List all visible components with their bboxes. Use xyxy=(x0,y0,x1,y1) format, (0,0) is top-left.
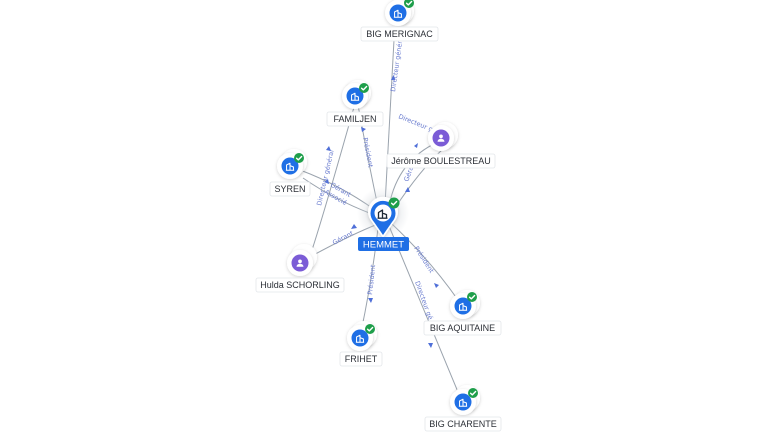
verified-badge-icon xyxy=(294,153,304,163)
edge-label-familjen: Président xyxy=(361,137,375,169)
center-node-label: HEMMET xyxy=(363,240,404,251)
node-label: BIG CHARENTE xyxy=(429,419,497,429)
verified-badge-icon xyxy=(388,197,400,209)
node-big-aquitaine[interactable]: BIG AQUITAINE xyxy=(423,290,502,336)
node-familjen[interactable]: FAMILJEN xyxy=(326,80,384,127)
node-jerome-boulestreau[interactable]: Jérôme BOULESTREAU xyxy=(386,122,496,169)
node-big-merignac[interactable]: BIG MERIGNAC xyxy=(360,0,439,42)
verified-badge-icon xyxy=(365,324,375,334)
edge-label-aquitaine: Président xyxy=(412,245,435,275)
edge-label-charente: Directeur gé xyxy=(413,280,434,321)
edge-label-merignac: Directeur général xyxy=(389,35,405,93)
node-label: Hulda SCHORLING xyxy=(260,280,340,290)
node-frihet[interactable]: FRIHET xyxy=(339,321,383,367)
node-syren[interactable]: SYREN xyxy=(269,149,311,197)
node-label: BIG MERIGNAC xyxy=(366,29,433,39)
node-label: Jérôme BOULESTREAU xyxy=(391,156,491,166)
edge-label-hulda: Gérant xyxy=(331,229,355,247)
node-hulda-schorling[interactable]: Hulda SCHORLING xyxy=(255,244,345,293)
company-icon xyxy=(377,209,388,219)
verified-badge-icon xyxy=(467,292,477,302)
edge-arrows xyxy=(324,75,439,348)
verified-badge-icon xyxy=(359,83,369,93)
node-big-charente[interactable]: BIG CHARENTE xyxy=(424,385,502,432)
node-label: BIG AQUITAINE xyxy=(430,323,495,333)
edge-label-frihet: Président xyxy=(366,264,377,295)
node-label: FRIHET xyxy=(345,354,378,364)
verified-badge-icon xyxy=(468,388,478,398)
center-node-hemmet[interactable]: HEMMET xyxy=(357,187,409,251)
node-label: SYREN xyxy=(274,184,305,194)
node-label: FAMILJEN xyxy=(333,114,376,124)
